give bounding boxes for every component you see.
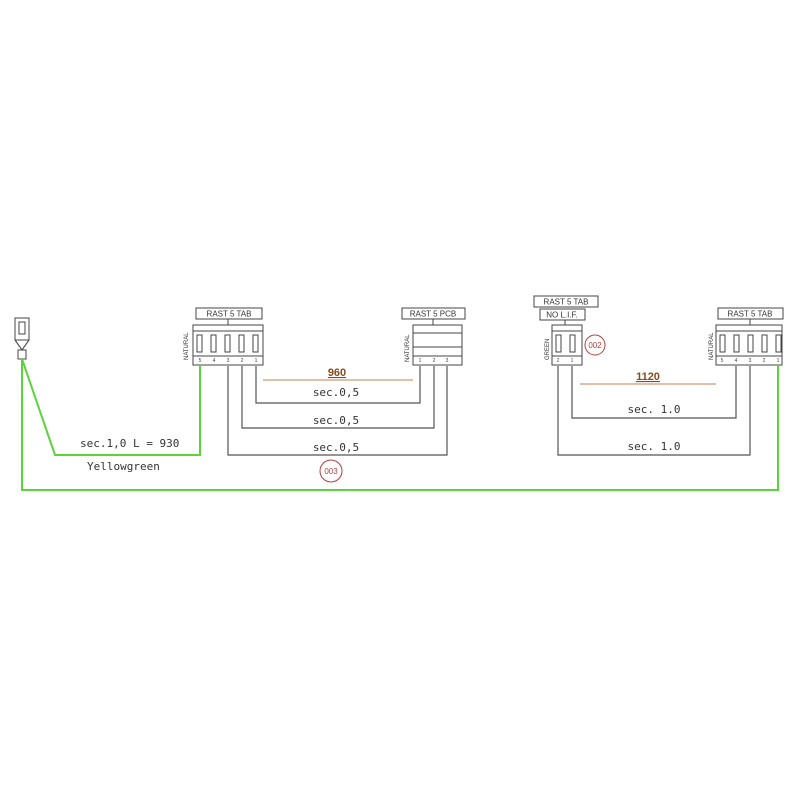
wire-left-2 <box>241 366 435 429</box>
connector-1-color: NATURAL <box>184 332 190 360</box>
connector-3-label: RAST 5 TAB <box>544 298 589 307</box>
ground-terminal <box>14 317 30 360</box>
connector-4-label: RAST 5 TAB <box>728 310 773 319</box>
ground-wire-spec: sec.1,0 L = 930 <box>80 437 179 450</box>
ground-wire-main <box>21 359 779 491</box>
connector-1: RAST 5 TAB NATURAL 5 4 3 2 1 <box>184 307 264 366</box>
pin-number: 2 <box>241 358 244 364</box>
connector-4: RAST 5 TAB NATURAL 5 4 3 2 1 <box>709 307 784 366</box>
marker-003-label: 003 <box>324 467 338 476</box>
dimension-left: 960 <box>328 367 346 379</box>
marker-002 <box>584 334 606 356</box>
pin-number: 1 <box>777 358 780 364</box>
connector-4-color: NATURAL <box>709 332 715 360</box>
pin-number: 3 <box>446 358 449 364</box>
pin-number: 4 <box>213 358 216 364</box>
wire-right-2 <box>557 366 751 456</box>
wire-right-2-label: sec. 1.0 <box>628 440 681 453</box>
pin-number: 2 <box>763 358 766 364</box>
connector-2-color: NATURAL <box>405 334 411 362</box>
wire-right-1-label: sec. 1.0 <box>628 403 681 416</box>
wire-left-1 <box>255 366 421 404</box>
connector-1-label: RAST 5 TAB <box>207 310 252 319</box>
pin-number: 1 <box>571 358 574 364</box>
connector-3: RAST 5 TAB NO L.I.F. GREEN 2 1 <box>533 295 599 366</box>
pin-number: 4 <box>735 358 738 364</box>
wire-left-3-label: sec.0,5 <box>313 441 359 454</box>
dimension-right: 1120 <box>636 371 660 383</box>
ground-wire-c1 <box>21 358 201 456</box>
pin-number: 2 <box>433 358 436 364</box>
wire-right-1 <box>571 366 737 419</box>
pin-number: 3 <box>749 358 752 364</box>
pin-number: 3 <box>227 358 230 364</box>
ground-wire-color: Yellowgreen <box>87 460 160 473</box>
pin-number: 1 <box>419 358 422 364</box>
connector-3-color: GREEN <box>545 339 551 360</box>
connector-3-sublabel: NO L.I.F. <box>546 311 578 320</box>
wire-left-1-label: sec.0,5 <box>313 386 359 399</box>
wire-left-2-label: sec.0,5 <box>313 414 359 427</box>
marker-003 <box>319 459 343 483</box>
pin-number: 2 <box>557 358 560 364</box>
pin-number: 1 <box>255 358 258 364</box>
pin-number: 5 <box>721 358 724 364</box>
connector-2-label: RAST 5 PCB <box>410 310 457 319</box>
connector-2: RAST 5 PCB NATURAL 1 2 3 <box>401 307 466 366</box>
wire-left-3 <box>227 366 448 456</box>
marker-002-label: 002 <box>588 341 602 350</box>
pin-number: 5 <box>199 358 202 364</box>
